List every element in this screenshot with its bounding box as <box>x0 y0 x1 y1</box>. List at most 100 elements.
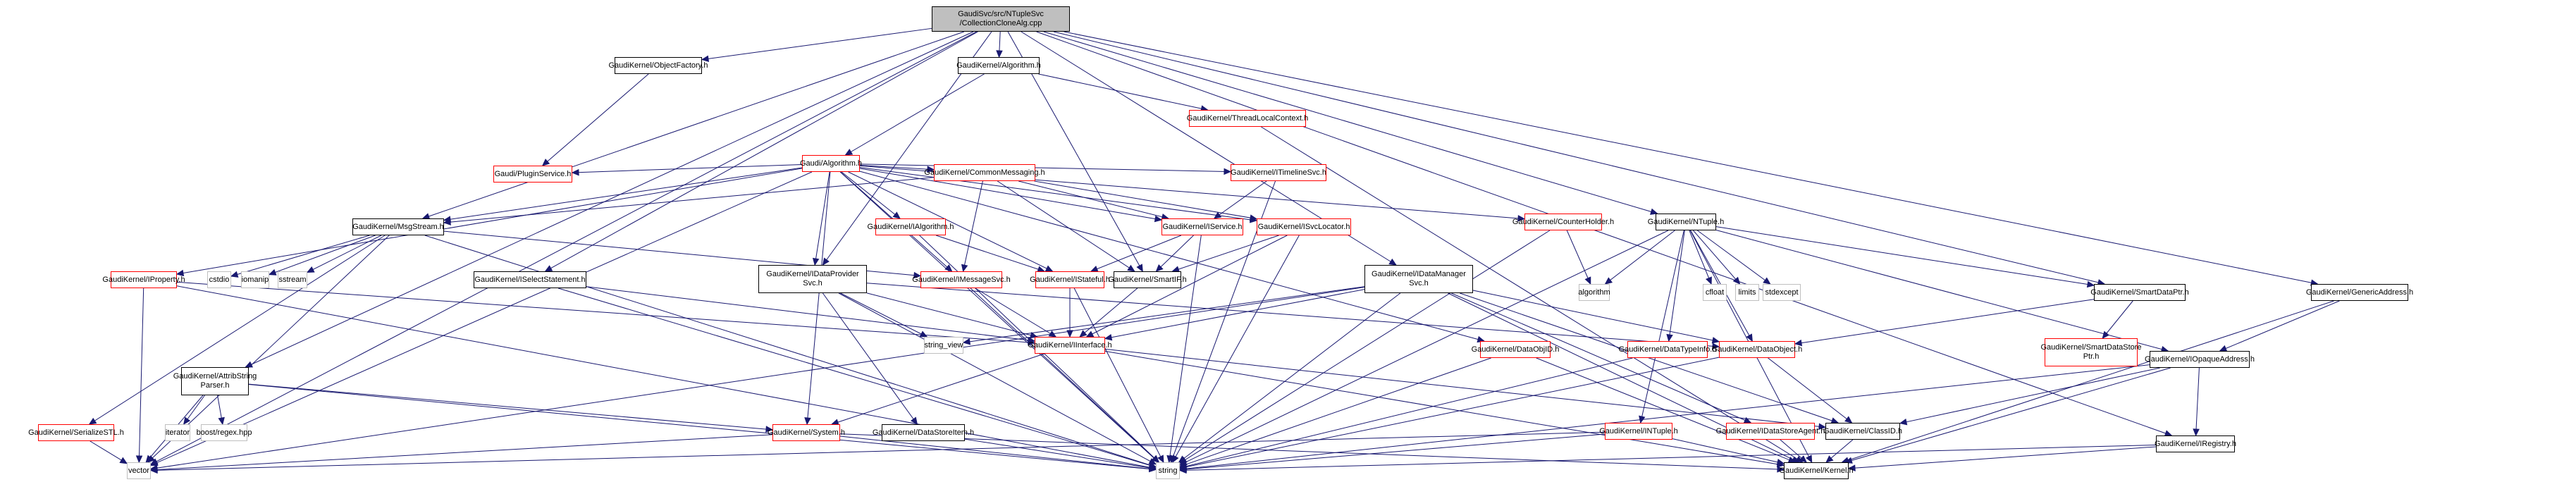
node-threadlocal[interactable]: GaudiKernel/ThreadLocalContext.h <box>1187 110 1308 127</box>
node-galgorithm[interactable]: Gaudi/Algorithm.h <box>800 155 862 172</box>
arrowhead-icon <box>996 50 1003 58</box>
edge-iopaque-to-kernel <box>1845 367 2171 463</box>
edge-iservice-to-string <box>1169 235 1202 463</box>
node-genericaddress[interactable]: GaudiKernel/GenericAddress.h <box>2306 284 2413 301</box>
node-iregistry[interactable]: GaudiKernel/IRegistry.h <box>2155 435 2236 452</box>
node-stdexcept[interactable]: stdexcept <box>1763 284 1801 301</box>
edge-dataobject-to-classid <box>1768 357 1852 424</box>
edge-intuple-to-kernel <box>1672 438 1785 464</box>
arrowhead-icon <box>1224 168 1232 175</box>
node-smartdatastoreptr[interactable]: GaudiKernel/SmartDataStore Ptr.h <box>2040 338 2142 366</box>
edge-iopaque-to-string <box>1179 364 2150 470</box>
node-intuple[interactable]: GaudiKernel/INTuple.h <box>1599 423 1678 440</box>
arrowhead-icon <box>1154 215 1163 223</box>
edge-galgorithm-to-istateful <box>848 171 1053 272</box>
edge-ntuple-to-stdexcept <box>1697 230 1770 285</box>
edge-iinterface-to-kernel <box>1104 350 1785 466</box>
node-limits[interactable]: limits <box>1735 284 1759 301</box>
arrowhead-icon <box>1388 258 1397 266</box>
node-sstream[interactable]: sstream <box>278 271 307 288</box>
node-boostregex[interactable]: boost/regex.hpp <box>197 424 252 441</box>
arrowhead-icon <box>1666 333 1673 342</box>
arrowhead-icon <box>1712 342 1720 350</box>
arrowhead-icon <box>1166 455 1173 464</box>
arrowhead-icon <box>443 218 451 225</box>
arrowhead-icon <box>701 55 710 63</box>
node-counterholder[interactable]: GaudiKernel/CounterHolder.h <box>1512 214 1614 230</box>
edge-ntuple-to-cfloat <box>1689 230 1712 285</box>
edge-counterholder-to-string <box>1179 230 1551 464</box>
arrowhead-icon <box>1844 457 1853 464</box>
node-iinterface[interactable]: GaudiKernel/IInterface.h <box>1028 337 1112 354</box>
edge-galgorithm-to-pluginservice <box>572 163 803 173</box>
arrowhead-icon <box>1706 276 1712 285</box>
node-cfloat[interactable]: cfloat <box>1703 284 1727 301</box>
node-attribparser[interactable]: GaudiKernel/AttribString Parser.h <box>173 367 257 395</box>
node-iproperty[interactable]: GaudiKernel/IProperty.h <box>102 271 185 288</box>
arrowhead-icon <box>1847 464 1856 471</box>
node-cstdio[interactable]: cstdio <box>207 271 231 288</box>
node-kernel[interactable]: GaudiKernel/Kernel.h <box>1779 462 1854 479</box>
node-string-view[interactable]: string_view <box>924 337 963 354</box>
node-ialgorithm[interactable]: GaudiKernel/IAlgorithm.h <box>868 218 954 235</box>
node-msgstream[interactable]: GaudiKernel/MsgStream.h <box>352 218 444 235</box>
node-root[interactable]: GaudiSvc/src/NTupleSvc /CollectionCloneA… <box>932 6 1070 32</box>
edge-idataprovider-to-datastoreitem <box>822 292 918 425</box>
node-iservice[interactable]: GaudiKernel/IService.h <box>1161 218 1243 235</box>
arrowhead-icon <box>145 455 153 463</box>
arrowhead-icon <box>1604 277 1613 285</box>
node-iselect[interactable]: GaudiKernel/ISelectStatement.h <box>474 271 586 288</box>
node-classid[interactable]: GaudiKernel/ClassID.h <box>1823 423 1902 440</box>
node-ntuple[interactable]: GaudiKernel/NTuple.h <box>1648 214 1724 230</box>
node-dataobjid[interactable]: GaudiKernel/DataObjID.h <box>1472 341 1559 358</box>
node-iterator[interactable]: iterator <box>165 424 190 441</box>
node-system[interactable]: GaudiKernel/System.h <box>768 424 845 441</box>
node-datastoreitem[interactable]: GaudiKernel/DataStoreItem.h <box>873 424 974 441</box>
arrowhead-icon <box>183 416 191 425</box>
edge-commonmsg-to-msgstream <box>443 177 935 223</box>
node-idatamanager[interactable]: GaudiKernel/IDataManager Svc.h <box>1364 265 1473 293</box>
node-iopaque[interactable]: GaudiKernel/IOpaqueAddress.h <box>2145 351 2255 368</box>
edge-root-to-ntuple <box>1043 31 1658 214</box>
node-string[interactable]: string <box>1156 462 1180 479</box>
node-itimeline[interactable]: GaudiKernel/ITimelineSvc.h <box>1231 164 1326 181</box>
node-algorithm[interactable]: algorithm <box>1578 284 1610 301</box>
edge-iopaque-to-classid <box>1899 367 2160 424</box>
node-serializestl[interactable]: GaudiKernel/SerializeSTL.h <box>28 424 124 441</box>
arrowhead-icon <box>1806 455 1813 464</box>
node-objfactory[interactable]: GaudiKernel/ObjectFactory.h <box>608 57 708 74</box>
edge-commonmsg-to-smartif <box>997 180 1135 272</box>
node-idataprovider[interactable]: GaudiKernel/IDataProvider Svc.h <box>758 265 867 293</box>
node-pluginservice[interactable]: Gaudi/PluginService.h <box>493 166 572 183</box>
edge-ntuple-to-algorithm <box>1605 230 1675 285</box>
node-vector[interactable]: vector <box>127 462 151 479</box>
edge-imessagesvc-to-iinterface <box>975 288 1056 338</box>
edge-commonmsg-to-imessagesvc <box>963 180 983 272</box>
edge-galgorithm-to-commonmsg <box>859 164 935 171</box>
node-smartdataptr[interactable]: GaudiKernel/SmartDataPtr.h <box>2090 284 2189 301</box>
arrowhead-icon <box>119 457 128 464</box>
arrowhead-icon <box>149 459 159 466</box>
edge-ntuple-to-intuple <box>1640 230 1684 424</box>
arrowhead-icon <box>1151 455 1159 463</box>
node-imessagesvc[interactable]: GaudiKernel/IMessageSvc.h <box>912 271 1011 288</box>
node-dataobject[interactable]: GaudiKernel/DataObject.h <box>1712 341 1802 358</box>
edge-iproperty-to-iinterface <box>176 281 1035 343</box>
arrowhead-icon <box>149 466 158 474</box>
edge-galgorithm-to-itimeline <box>859 163 1231 173</box>
node-commonmsg[interactable]: GaudiKernel/CommonMessaging.h <box>924 164 1045 181</box>
edge-galgorithm-to-vector <box>150 171 813 466</box>
edge-idataprovider-to-string <box>838 292 1157 465</box>
edge-iregistry-to-kernel <box>1848 446 2157 469</box>
node-gkalgorithm[interactable]: GaudiKernel/Algorithm.h <box>956 57 1041 74</box>
node-datatypeinfo[interactable]: GaudiKernel/DataTypeInfo.h <box>1619 341 1716 358</box>
node-idatastoreagent[interactable]: GaudiKernel/IDataStoreAgent.h <box>1716 423 1825 440</box>
edge-idatamanager-to-iinterface <box>1104 289 1365 339</box>
arrowhead-icon <box>571 168 579 176</box>
node-smartif[interactable]: GaudiKernel/SmartIF.h <box>1108 271 1187 288</box>
node-istateful[interactable]: GaudiKernel/IStateful.h <box>1030 271 1110 288</box>
arrowhead-icon <box>1799 455 1808 463</box>
edge-ntuple-to-limits <box>1693 230 1740 285</box>
node-iomanip[interactable]: iomanip <box>241 271 269 288</box>
node-isvclocator[interactable]: GaudiKernel/ISvcLocator.h <box>1257 218 1351 235</box>
